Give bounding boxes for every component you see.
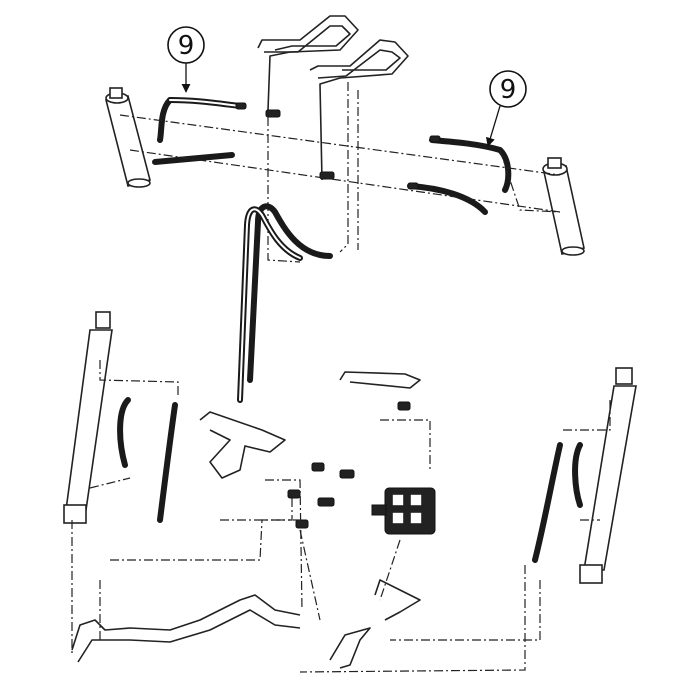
callout-label: 9 — [178, 31, 195, 61]
lower-centerlines — [71, 360, 611, 673]
upper-tube-assembly-right — [309, 39, 409, 181]
upper-fittings — [235, 102, 441, 190]
upper-tube-assembly-left — [257, 15, 359, 111]
valve-tube-assembly — [199, 371, 421, 479]
upper-left-cylinder — [105, 87, 151, 188]
control-valve — [371, 487, 436, 535]
lower-left-cylinder — [63, 311, 113, 524]
upper-centerlines — [119, 82, 561, 263]
callout-9-right: 9 — [485, 70, 527, 147]
upper-right-hose-9 — [407, 137, 512, 215]
long-vertical-hose-pair — [237, 203, 333, 403]
valve-fittings — [287, 462, 355, 529]
lower-right-hoses — [532, 442, 583, 563]
callout-label: 9 — [500, 75, 517, 105]
upper-right-cylinder — [542, 157, 585, 256]
upper-left-hose-9 — [152, 97, 243, 165]
callout-9-left: 9 — [167, 26, 205, 93]
lower-left-hoses — [117, 397, 178, 523]
lower-right-cylinder — [579, 367, 637, 584]
lower-zigzag-tubes — [71, 579, 421, 669]
